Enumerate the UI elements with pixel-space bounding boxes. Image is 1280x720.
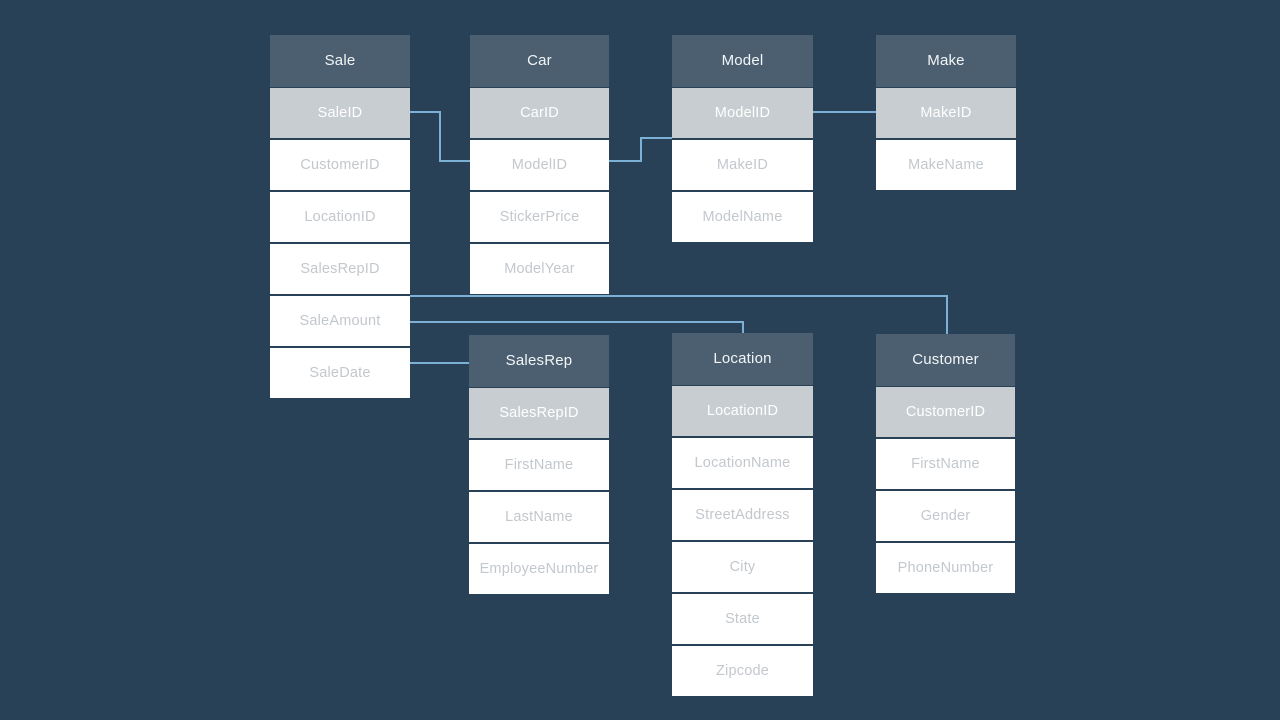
attribute-row-phonenumber[interactable]: PhoneNumber [876,543,1015,593]
attribute-row-modelyear[interactable]: ModelYear [470,244,609,294]
relationship-line-sale-to-customer [410,295,948,334]
entity-title-customer: Customer [876,334,1015,386]
attribute-row-locationid[interactable]: LocationID [270,192,410,242]
attribute-row-saleid[interactable]: SaleID [270,88,410,138]
entity-title-model: Model [672,35,813,87]
entity-title-sale: Sale [270,35,410,87]
attribute-row-lastname[interactable]: LastName [469,492,609,542]
attribute-row-saledate[interactable]: SaleDate [270,348,410,398]
attribute-row-zipcode[interactable]: Zipcode [672,646,813,696]
attribute-row-customerid[interactable]: CustomerID [876,387,1015,437]
attribute-row-makeid[interactable]: MakeID [876,88,1016,138]
relationship-line-car-to-model [609,137,672,162]
entity-title-salesrep: SalesRep [469,335,609,387]
attribute-row-firstname[interactable]: FirstName [876,439,1015,489]
relationship-line-sale-to-location [410,321,744,333]
attribute-row-city[interactable]: City [672,542,813,592]
attribute-row-makeid[interactable]: MakeID [672,140,813,190]
attribute-row-gender[interactable]: Gender [876,491,1015,541]
attribute-row-locationname[interactable]: LocationName [672,438,813,488]
relationship-line-sale-to-car [410,111,470,162]
attribute-row-state[interactable]: State [672,594,813,644]
attribute-row-customerid[interactable]: CustomerID [270,140,410,190]
attribute-row-salesrepid[interactable]: SalesRepID [270,244,410,294]
attribute-row-modelid[interactable]: ModelID [672,88,813,138]
attribute-row-streetaddress[interactable]: StreetAddress [672,490,813,540]
attribute-row-firstname[interactable]: FirstName [469,440,609,490]
attribute-row-saleamount[interactable]: SaleAmount [270,296,410,346]
attribute-row-carid[interactable]: CarID [470,88,609,138]
attribute-row-employeenumber[interactable]: EmployeeNumber [469,544,609,594]
attribute-row-salesrepid[interactable]: SalesRepID [469,388,609,438]
entity-title-car: Car [470,35,609,87]
entity-title-location: Location [672,333,813,385]
attribute-row-stickerprice[interactable]: StickerPrice [470,192,609,242]
attribute-row-modelname[interactable]: ModelName [672,192,813,242]
entity-title-make: Make [876,35,1016,87]
attribute-row-locationid[interactable]: LocationID [672,386,813,436]
attribute-row-makename[interactable]: MakeName [876,140,1016,190]
attribute-row-modelid[interactable]: ModelID [470,140,609,190]
